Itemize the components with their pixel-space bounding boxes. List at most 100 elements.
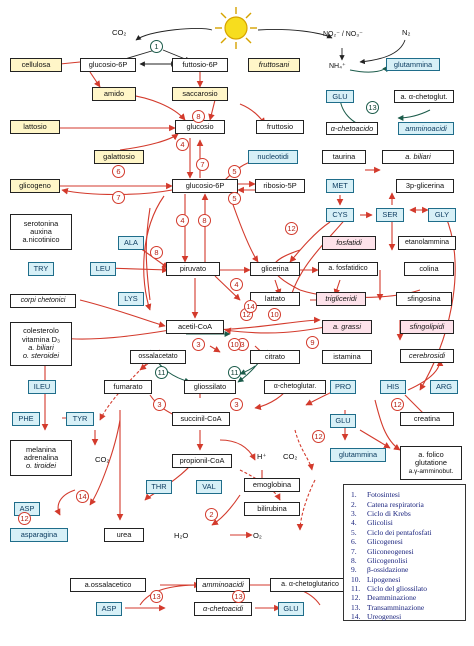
node-gly: GLY — [428, 208, 456, 222]
marker-13-b: 13 — [150, 590, 163, 603]
node-tyr: TYR — [66, 412, 94, 426]
node-ser: SER — [376, 208, 404, 222]
marker-1: 1 — [150, 40, 163, 53]
node-glicerina: glicerina — [250, 262, 300, 276]
label-co2-mid: CO₂ — [95, 455, 110, 464]
legend-number: 3. — [351, 508, 357, 518]
node-emoglobina: emoglobina — [244, 478, 300, 492]
marker-4-c: 4 — [230, 278, 243, 291]
legend-label: Glicogenolisi — [367, 555, 408, 565]
node-met: MET — [326, 179, 354, 193]
a-amminobut-line: a.γ-amminobut. — [408, 467, 454, 475]
a-biliari-line: a. biliari — [28, 343, 54, 352]
legend-number: 10. — [351, 574, 361, 584]
serotonina-line: serotonina — [23, 218, 59, 228]
node-asp-bot: ASP — [96, 602, 122, 616]
node-3p-glicerina: 3p-glicerina — [396, 179, 454, 193]
marker-3-d: 3 — [230, 398, 243, 411]
node-val: VAL — [196, 480, 222, 494]
legend-row: 1.Fotosintesi — [351, 490, 459, 499]
node-cellulosa: cellulosa — [10, 58, 62, 72]
legend-label: Catena respiratoria — [367, 499, 424, 509]
marker-7-b: 7 — [112, 191, 125, 204]
marker-13-c: 13 — [232, 590, 245, 603]
legend-row: 2.Catena respiratoria — [351, 499, 459, 509]
node-a-grassi: a. grassi — [322, 320, 372, 334]
marker-11-a: 11 — [155, 366, 168, 379]
legend-label: Ureogenesi — [367, 612, 402, 622]
legend-number: 13. — [351, 602, 361, 612]
legend-label: Transamminazione — [367, 602, 425, 612]
sun-icon — [215, 7, 257, 49]
node-glicogeno: glicogeno — [10, 179, 60, 193]
legend-label: Gliconeogenesi — [367, 546, 414, 556]
node-corpi-chetonici: corpi chetonici — [10, 294, 76, 308]
node-istamina: istamina — [322, 350, 372, 364]
node-ileu: ILEU — [28, 380, 56, 394]
o-steroidei-line: o. steroidei — [22, 351, 60, 361]
node-a-chetoacido-top: α-chetoacido — [326, 122, 378, 135]
node-his: HIS — [380, 380, 406, 394]
marker-11-b: 11 — [228, 366, 241, 379]
node-cerebrosidi: cerebrosidi — [400, 349, 454, 363]
node-saccarosio: saccarosio — [172, 87, 228, 101]
marker-3-c: 3 — [153, 398, 166, 411]
label-h2o: H₂O — [174, 531, 189, 540]
node-a-ossalacetico: a.ossalacetico — [70, 578, 146, 592]
node-sfingosina: sfingosina — [396, 292, 452, 306]
legend-number: 9. — [351, 565, 357, 575]
node-try: TRY — [28, 262, 54, 276]
node-succinil-coa: succinil-CoA — [172, 412, 230, 426]
a-nicotinico-line: a.nicotinico — [22, 235, 60, 245]
legend-label: Glicogenesi — [367, 537, 403, 547]
node-arg: ARG — [430, 380, 458, 394]
node-chetoacidi-bot: α-chetoacidi — [194, 602, 252, 616]
marker-9: 9 — [306, 336, 319, 349]
node-amido: amido — [92, 87, 136, 101]
legend-row: 9.β-ossidazione — [351, 565, 459, 574]
legend-row: 3.Ciclo di Krebs — [351, 509, 459, 518]
legend-number: 14. — [351, 612, 361, 622]
node-glutammina-mid: glutammina — [330, 448, 386, 462]
node-leu: LEU — [90, 262, 116, 276]
node-lattato: lattato — [250, 292, 300, 306]
node-ossalacetato: ossalacetato — [130, 350, 186, 364]
marker-5-a: 5 — [228, 165, 241, 178]
label-no2-no3: NO₂⁻ / NO₃⁻ — [323, 31, 363, 38]
marker-13-a: 13 — [366, 101, 379, 114]
marker-14-a: 14 — [76, 490, 89, 503]
colesterolo-line: colesterolo — [23, 326, 59, 336]
legend-number: 7. — [351, 546, 357, 556]
node-cys: CYS — [326, 208, 354, 222]
marker-8-a: 8 — [150, 246, 163, 259]
node-gliossilato: gliossilato — [184, 380, 236, 394]
node-fruttosio-6p: futtosio-6P — [172, 58, 228, 72]
marker-7-a: 7 — [196, 158, 209, 171]
node-taurina: taurina — [322, 150, 366, 164]
marker-14-b: 14 — [244, 300, 257, 313]
node-lattosio: lattosio — [10, 120, 60, 134]
node-a-chetoglut: a. α-chetoglut. — [394, 90, 454, 103]
node-citrato: citrato — [250, 350, 300, 364]
node-sfingolipidi: sfingolipidi — [400, 320, 454, 334]
node-glu-top: GLU — [326, 90, 354, 103]
legend-row: 6. Glicogenesi — [351, 537, 459, 546]
node-lys: LYS — [118, 292, 144, 306]
label-nh4: NH₄⁺ — [329, 63, 346, 70]
node-galattosio: galattosio — [94, 150, 144, 164]
node-fumarato: fumarato — [104, 380, 152, 394]
node-asparagina: asparagina — [10, 528, 68, 542]
legend-label: Fotosintesi — [367, 490, 400, 500]
marker-2: 2 — [205, 508, 218, 521]
legend-number: 6. — [351, 537, 357, 547]
glutatione-line: glutatione — [414, 458, 448, 468]
node-a-chetoglutar: α-chetoglutar. — [264, 380, 326, 394]
label-n2: N₂ — [402, 28, 411, 37]
marker-8-c: 8 — [192, 110, 205, 123]
legend-row: 8.Glicogenolisi — [351, 556, 459, 565]
node-propionil-coa: propionil-CoA — [172, 454, 232, 468]
